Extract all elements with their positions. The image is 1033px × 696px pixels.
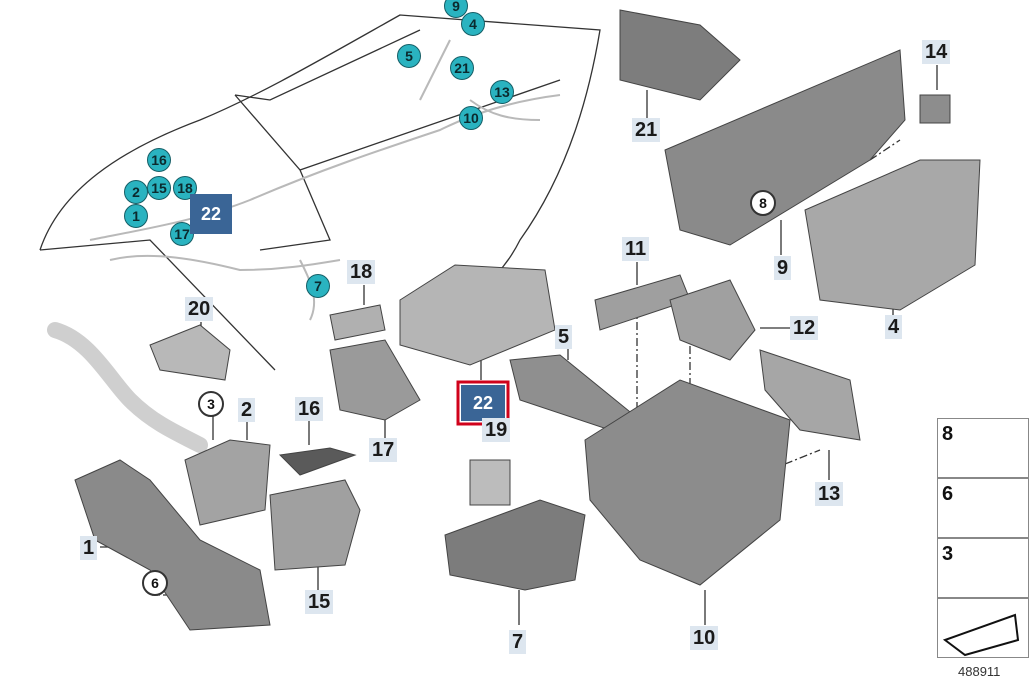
car-callout-21[interactable]: 21 — [450, 56, 474, 80]
part-21-shape — [619, 9, 741, 101]
callout-3[interactable]: 3 — [198, 391, 224, 417]
car-callout-13[interactable]: 13 — [490, 80, 514, 104]
part-label-2[interactable]: 2 — [238, 398, 256, 422]
part-label-18[interactable]: 18 — [347, 260, 376, 284]
part-label-11[interactable]: 11 — [622, 237, 650, 261]
car-callout-2[interactable]: 2 — [124, 180, 148, 204]
car-callout-1[interactable]: 1 — [124, 204, 148, 228]
car-callout-15[interactable]: 15 — [147, 176, 171, 200]
car-callout-9[interactable]: 9 — [444, 0, 468, 18]
part-label-13[interactable]: 13 — [815, 482, 844, 506]
side-label-6: 6 — [942, 483, 954, 505]
car-callout-7[interactable]: 7 — [306, 274, 330, 298]
car-outline — [39, 14, 601, 371]
part-10-carrier — [584, 379, 791, 586]
part-13-bracket — [759, 349, 861, 441]
part-1-shape — [74, 459, 271, 631]
callout-8[interactable]: 8 — [750, 190, 776, 216]
side-item-arrow[interactable] — [937, 598, 1029, 658]
part-19-shape — [469, 459, 511, 506]
part-14-shape — [919, 94, 951, 124]
part-label-7[interactable]: 7 — [509, 630, 527, 654]
part-label-21[interactable]: 21 — [632, 118, 661, 142]
part-20-shape — [149, 324, 231, 381]
side-item-3[interactable]: 3 — [937, 538, 1029, 598]
diagram-id: 488911 — [958, 664, 1001, 679]
wiring-harness — [89, 39, 561, 321]
hose-graphic — [47, 322, 208, 453]
part-label-14[interactable]: 14 — [922, 40, 951, 64]
car-callout-5[interactable]: 5 — [397, 44, 421, 68]
side-label-8: 8 — [942, 423, 954, 445]
side-item-8[interactable]: 8 — [937, 418, 1029, 478]
part-label-1[interactable]: 1 — [80, 536, 98, 560]
part-label-9[interactable]: 9 — [774, 256, 792, 280]
part-label-10[interactable]: 10 — [690, 626, 719, 650]
car-callout-22[interactable]: 22 — [190, 194, 232, 234]
selected-part-label-22[interactable]: 22 — [461, 385, 505, 421]
part-label-16[interactable]: 16 — [295, 397, 324, 421]
part-18-shape — [329, 304, 386, 341]
side-label-3: 3 — [942, 543, 954, 565]
car-callout-10[interactable]: 10 — [459, 106, 483, 130]
car-callout-4[interactable]: 4 — [461, 12, 485, 36]
part-4-fusebox — [804, 159, 981, 311]
part-label-5[interactable]: 5 — [555, 325, 573, 349]
part-9-housing — [664, 49, 906, 246]
part-shapes — [74, 9, 981, 631]
part-16-shape — [278, 447, 357, 476]
part-15-shape — [269, 479, 361, 571]
part-label-12[interactable]: 12 — [790, 316, 819, 340]
part-2-shape — [184, 439, 271, 526]
part-label-19[interactable]: 19 — [482, 418, 511, 442]
part-7-bracket — [444, 499, 586, 591]
part-22-module — [399, 264, 556, 366]
part-label-4[interactable]: 4 — [885, 315, 903, 339]
part-label-17[interactable]: 17 — [369, 438, 398, 462]
arrow-icon — [942, 613, 1020, 657]
part-17-shape — [329, 339, 421, 421]
part-label-15[interactable]: 15 — [305, 590, 334, 614]
side-item-6[interactable]: 6 — [937, 478, 1029, 538]
callout-6[interactable]: 6 — [142, 570, 168, 596]
part-12-cover — [669, 279, 756, 361]
car-callout-16[interactable]: 16 — [147, 148, 171, 172]
part-label-20[interactable]: 20 — [185, 297, 214, 321]
